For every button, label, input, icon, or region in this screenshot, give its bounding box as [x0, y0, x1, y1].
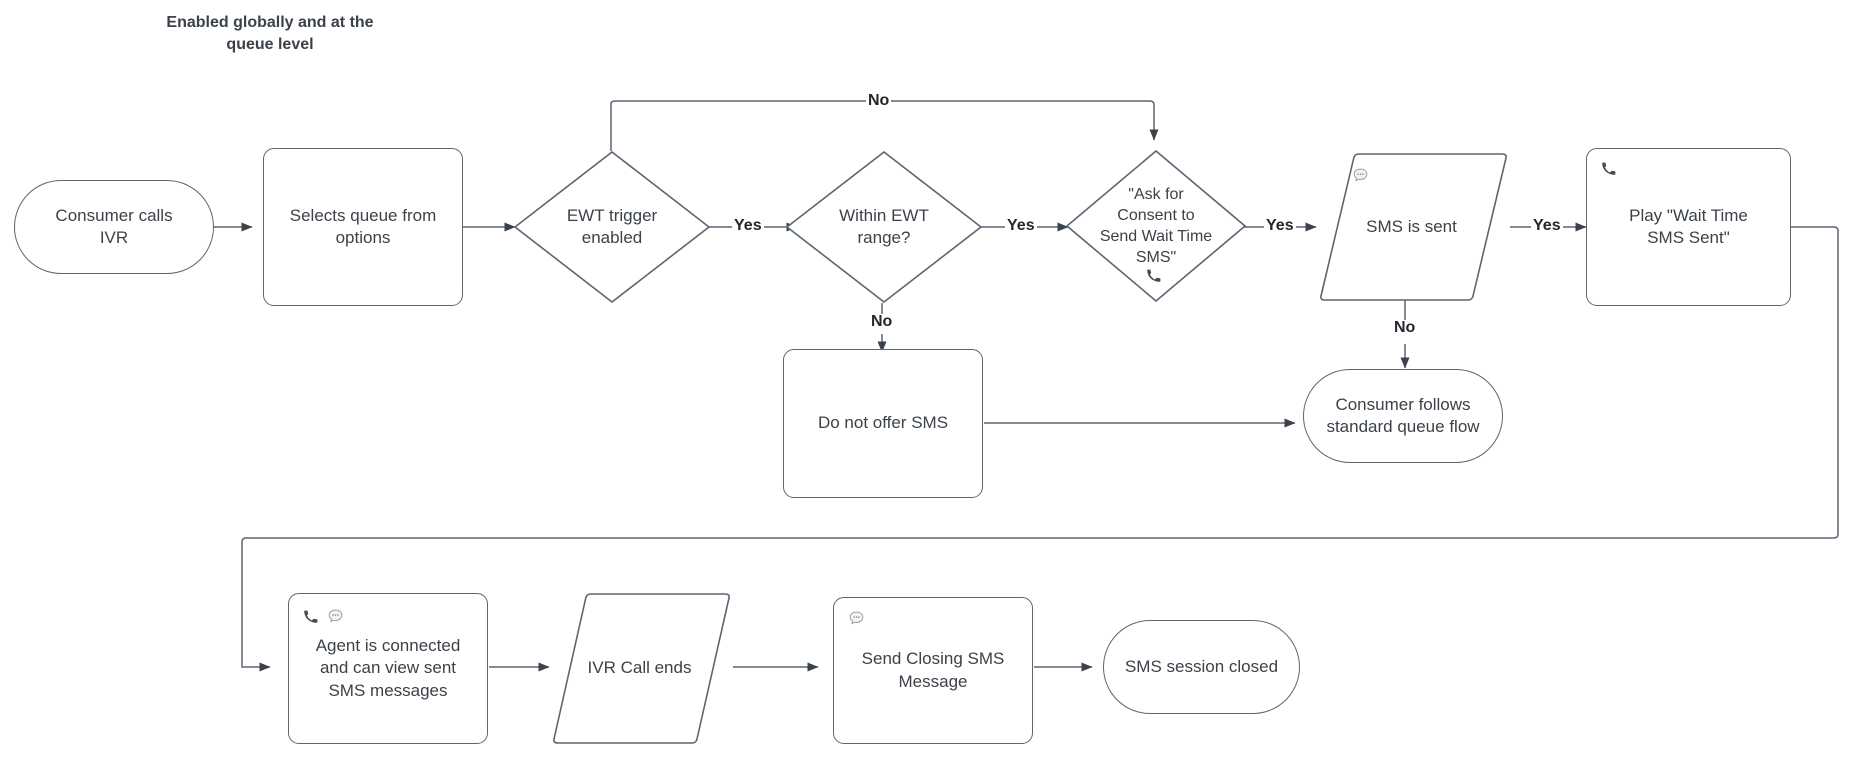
- node-label: "Ask for Consent to Send Wait Time SMS": [1099, 185, 1213, 267]
- diamond-shape: [786, 151, 982, 303]
- chat-bubble-icon: [327, 608, 344, 625]
- diamond-shape: [514, 151, 710, 303]
- parallelogram-shape: [553, 593, 730, 744]
- node-selects-queue[interactable]: Selects queue from options: [263, 148, 463, 306]
- node-send-closing-sms[interactable]: Send Closing SMS Message: [833, 597, 1033, 744]
- node-icons: [1601, 161, 1616, 176]
- node-ivr-call-ends[interactable]: IVR Call ends: [549, 593, 734, 744]
- node-ask-for-consent[interactable]: "Ask for Consent to Send Wait Time SMS": [1066, 150, 1246, 302]
- node-label: Consumer follows standard queue flow: [1326, 394, 1480, 436]
- node-label: Consumer calls IVR: [55, 205, 173, 247]
- node-label: EWT trigger enabled: [566, 205, 658, 247]
- node-play-wait-time-sms-sent[interactable]: Play "Wait Time SMS Sent": [1586, 148, 1791, 306]
- diagram-title: Enabled globally and at the queue level: [166, 14, 374, 53]
- node-icons: [1352, 167, 1369, 184]
- node-icons: [1146, 268, 1161, 283]
- node-agent-is-connected[interactable]: Agent is connected and can view sent SMS…: [288, 593, 488, 744]
- node-do-not-offer-sms[interactable]: Do not offer SMS: [783, 349, 983, 498]
- node-consumer-follows-queue[interactable]: Consumer follows standard queue flow: [1303, 369, 1503, 463]
- node-label: Do not offer SMS: [817, 413, 949, 433]
- chat-bubble-icon: [1352, 167, 1369, 184]
- node-sms-session-closed[interactable]: SMS session closed: [1103, 620, 1300, 714]
- node-label: IVR Call ends: [587, 658, 692, 678]
- node-icons: [303, 608, 344, 625]
- edge-label-consent-yes: Yes: [1264, 217, 1296, 234]
- diamond-shape: [1066, 150, 1246, 302]
- parallelogram-shape: [1320, 153, 1507, 301]
- node-label: SMS session closed: [1124, 656, 1279, 676]
- node-within-ewt-range[interactable]: Within EWT range?: [786, 151, 982, 303]
- node-label: Within EWT range?: [839, 205, 929, 247]
- edge-label-sms-sent-no: No: [1392, 319, 1418, 336]
- edge-label-within-range-no: No: [869, 313, 895, 330]
- node-label: Agent is connected and can view sent SMS…: [315, 635, 461, 700]
- chat-bubble-icon: [848, 610, 865, 627]
- node-label: Play "Wait Time SMS Sent": [1629, 205, 1748, 247]
- node-ewt-trigger-enabled[interactable]: EWT trigger enabled: [514, 151, 710, 303]
- edge-label-within-range-yes: Yes: [1005, 217, 1037, 234]
- node-label: Selects queue from options: [289, 205, 437, 247]
- edge-label-ewt-trigger-yes: Yes: [732, 217, 764, 234]
- node-consumer-calls-ivr[interactable]: Consumer calls IVR: [14, 180, 214, 274]
- phone-icon: [303, 609, 318, 624]
- phone-icon: [1146, 268, 1161, 283]
- node-label: SMS is sent: [1366, 216, 1457, 236]
- edge-label-ewt-trigger-no: No: [866, 92, 892, 109]
- node-label: Send Closing SMS Message: [861, 649, 1005, 691]
- phone-icon: [1601, 161, 1616, 176]
- node-icons: [848, 610, 865, 627]
- node-sms-is-sent[interactable]: SMS is sent: [1316, 153, 1511, 301]
- edge-label-sms-sent-yes: Yes: [1531, 217, 1563, 234]
